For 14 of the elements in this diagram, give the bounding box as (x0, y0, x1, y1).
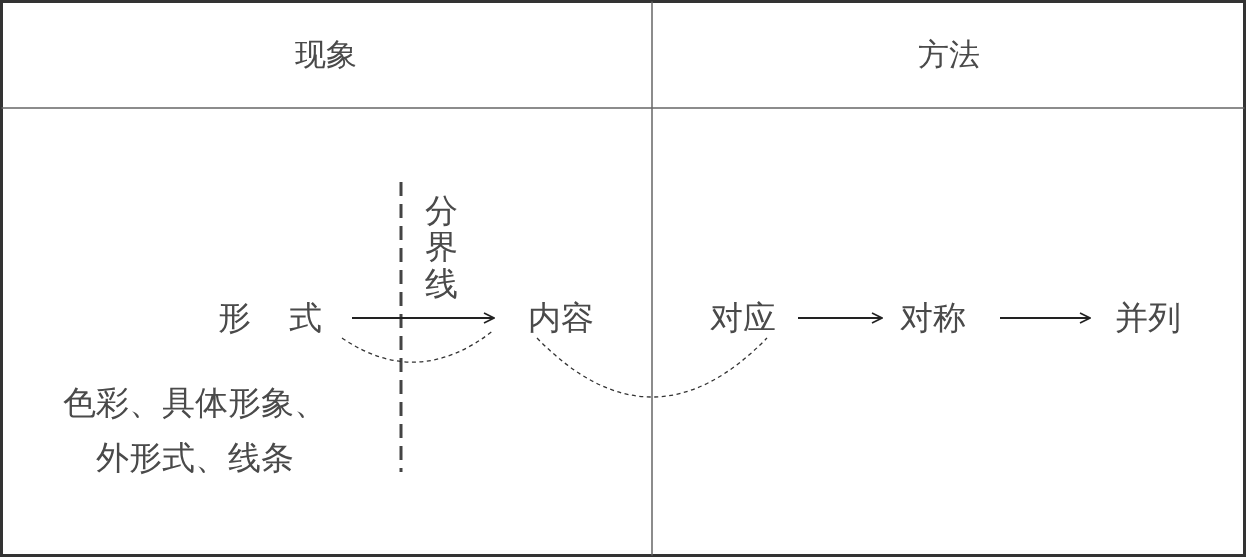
concept-label: 并列 (1090, 298, 1190, 338)
concept-label: 对称 (882, 298, 1000, 338)
dashed-arc (536, 337, 768, 398)
boundary-label: 分界线 (425, 193, 458, 302)
arrow (999, 312, 1091, 324)
concept-label: 形 式 (200, 298, 352, 338)
column-header: 方法 (918, 35, 980, 74)
arrow (797, 312, 883, 324)
concept-label: 内容 (494, 298, 604, 338)
dashed-arc (341, 329, 495, 363)
note-text: 色彩、具体形象、外形式、线条 (62, 382, 328, 479)
concept-label: 对应 (700, 298, 798, 338)
column-header: 现象 (295, 35, 357, 74)
arrow (351, 312, 495, 324)
